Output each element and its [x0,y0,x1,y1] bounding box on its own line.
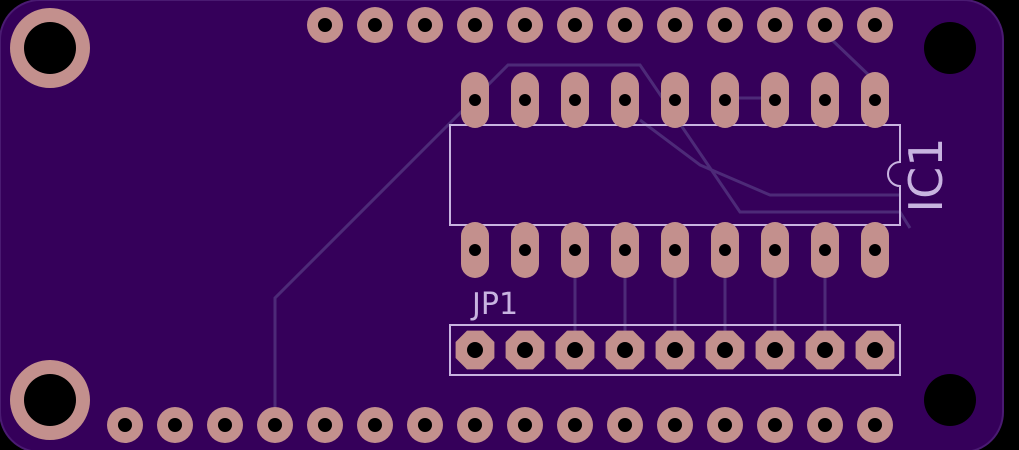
ic-pad-bottom-drill [669,244,681,256]
top-edge-pad-drill [518,18,532,32]
header-pad-drill [767,342,783,358]
ic-pad-top-drill [869,94,881,106]
top-edge-pad-drill [418,18,432,32]
bottom-edge-pad-drill [868,418,882,432]
bottom-edge-pad-drill [668,418,682,432]
top-edge-pad-drill [668,18,682,32]
header-designator-label: JP1 [470,287,518,322]
bottom-edge-pad-drill [118,418,132,432]
top-edge-pad-drill [618,18,632,32]
top-edge-pad-drill [868,18,882,32]
mounting-hole-top-left [24,22,76,74]
header-pad-drill [517,342,533,358]
bottom-edge-pad-drill [418,418,432,432]
bottom-edge-pad-drill [268,418,282,432]
top-edge-pad-drill [318,18,332,32]
mounting-hole-bottom-right [924,374,976,426]
bottom-edge-pad-drill [168,418,182,432]
mounting-holes [10,8,976,440]
trace-1 [273,63,912,430]
ic-pad-top-drill [569,94,581,106]
silkscreen-layer: IC1 JP1 [449,124,953,376]
ic-pad-bottom-drill [769,244,781,256]
ic-pad-bottom-drill [619,244,631,256]
header-pad-drill [667,342,683,358]
header-pad-drill [467,342,483,358]
bottom-edge-pad-drill [768,418,782,432]
ic-outline [449,124,901,226]
top-edge-pad-drill [818,18,832,32]
ic-designator-label: IC1 [899,138,953,213]
bottom-edge-pad-drill [818,418,832,432]
bottom-edge-pad-drill [218,418,232,432]
bottom-edge-pad-drill [618,418,632,432]
bottom-edge-pad-drill [318,418,332,432]
ic-pad-bottom-drill [469,244,481,256]
header-pad-drill [817,342,833,358]
bottom-edge-pad-drill [468,418,482,432]
ic-pad-top-drill [519,94,531,106]
header-outline [449,324,901,376]
bottom-edge-pad-drill [518,418,532,432]
ic-pad-bottom-drill [869,244,881,256]
ic-pad-bottom-drill [719,244,731,256]
bottom-edge-pad-drill [568,418,582,432]
header-pad-drill [567,342,583,358]
ic-pad-top-drill [719,94,731,106]
header-pad-drill [867,342,883,358]
pads-layer [107,7,895,443]
mounting-hole-top-right [924,22,976,74]
ic-pad-bottom-drill [819,244,831,256]
bottom-edge-pad-drill [718,418,732,432]
header-pad-drill [717,342,733,358]
mounting-hole-bottom-left [24,374,76,426]
ic-pad-top-drill [619,94,631,106]
ic-pad-top-drill [469,94,481,106]
header-pad-drill [617,342,633,358]
top-edge-pad-drill [368,18,382,32]
ic-pad-bottom-drill [519,244,531,256]
top-edge-pad-drill [718,18,732,32]
top-edge-pad-drill [768,18,782,32]
ic-pad-top-drill [769,94,781,106]
bottom-edge-pad-drill [368,418,382,432]
top-edge-pad-drill [568,18,582,32]
ic-pad-top-drill [819,94,831,106]
top-edge-pad-drill [468,18,482,32]
ic-pad-bottom-drill [569,244,581,256]
ic-pad-top-drill [669,94,681,106]
trace-2 [639,118,900,197]
